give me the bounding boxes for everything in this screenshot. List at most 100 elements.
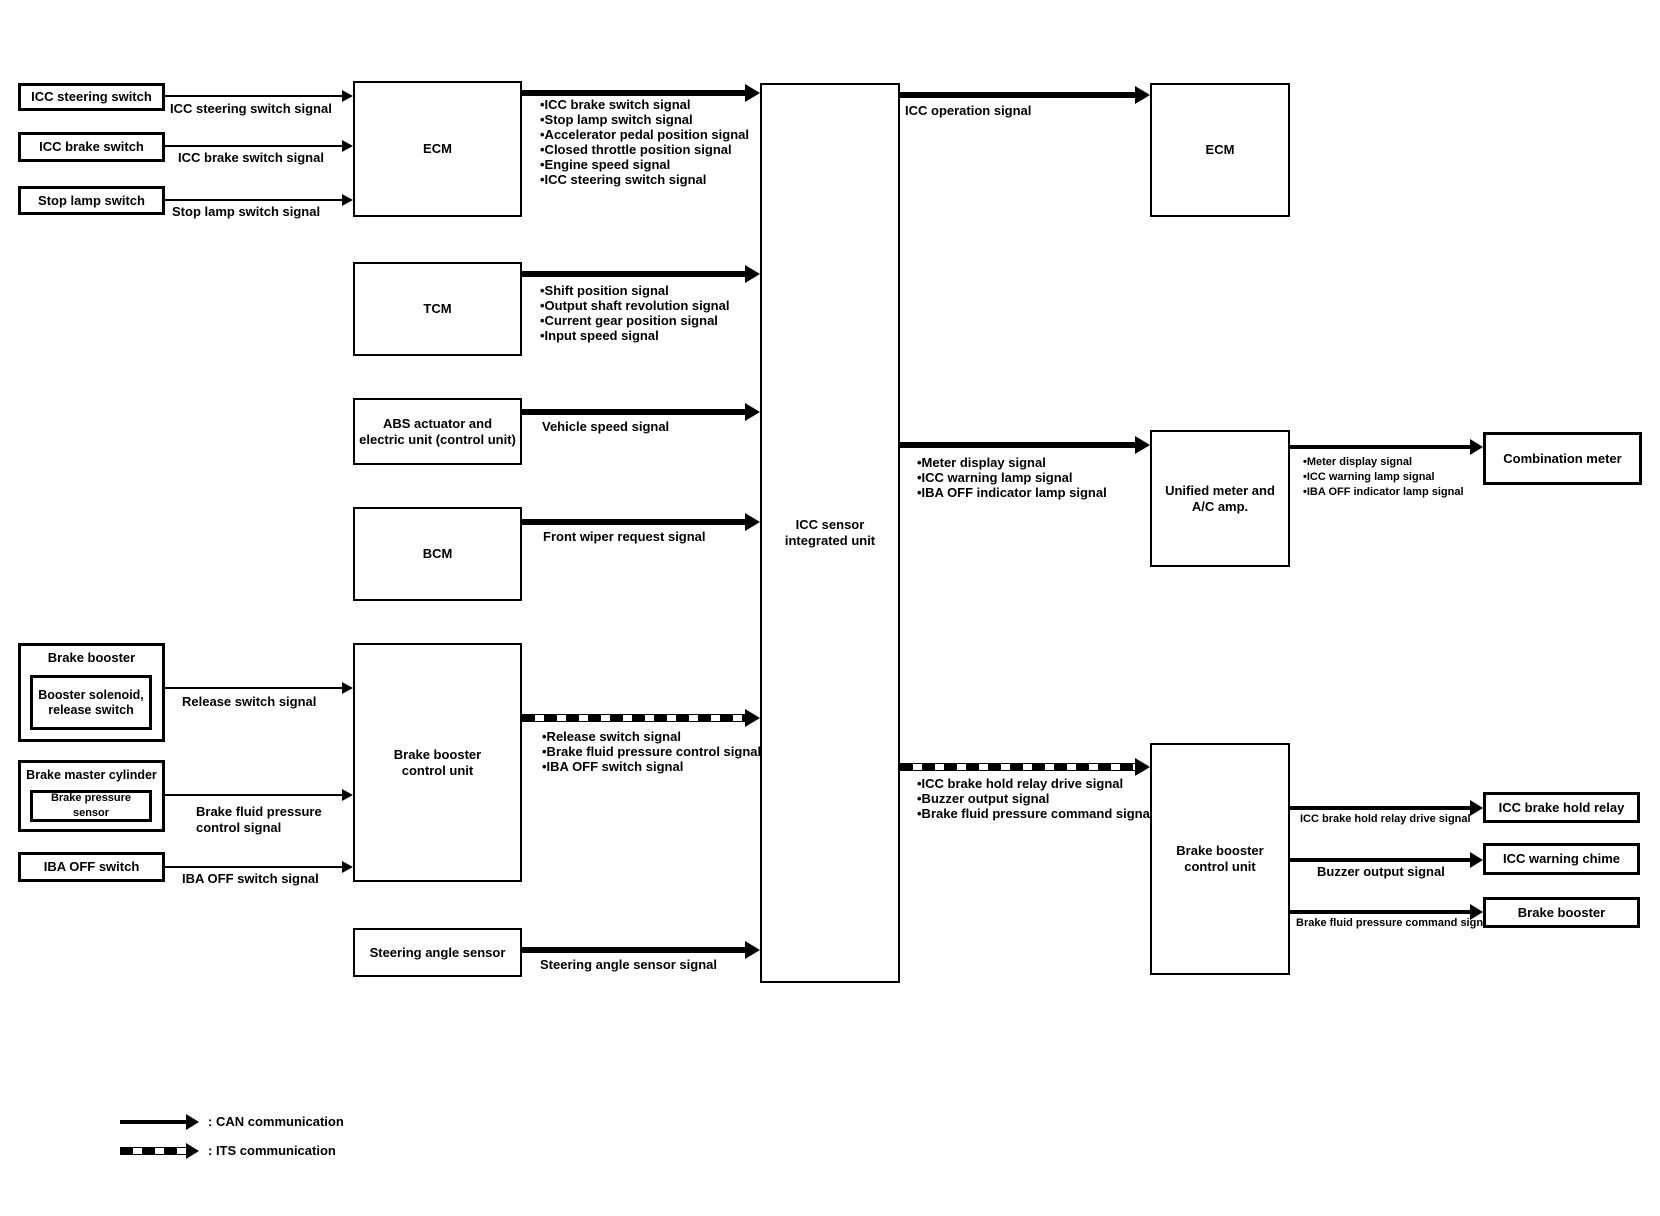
node-icc-warning-chime: ICC warning chime [1483,843,1640,875]
node-label: ICC warning chime [1502,851,1621,866]
arrowhead-icon [1135,758,1150,776]
edge-label-steering-angle-sensor-signal: Steering angle sensor signal [540,957,717,972]
signal-item: •Output shaft revolution signal [540,298,730,313]
arrowhead-icon [1135,436,1150,454]
arrowhead-icon [745,941,760,959]
node-label: TCM [423,301,452,316]
arrowhead-icon [342,789,353,801]
node-label: Brake master cylinder [26,768,157,782]
node-label: ECM [423,141,452,156]
signal-item: •ICC brake switch signal [540,97,691,112]
edge-label-buzzer-output-signal: Buzzer output signal [1317,864,1445,879]
can-line [522,271,745,277]
signal-item: •IBA OFF indicator lamp signal [1303,486,1464,498]
node-brake-booster-left: Brake booster Booster solenoid, release … [18,643,165,742]
node-label: Stop lamp switch [38,192,145,208]
node-label-line2: release switch [48,702,134,717]
node-label-line2: electric unit (control unit) [359,431,516,447]
wire-line [165,145,342,147]
signal-item: •ICC warning lamp signal [1303,471,1435,483]
signal-item: •ICC brake hold relay drive signal [917,776,1124,791]
signal-item: •Buzzer output signal [917,791,1050,806]
node-tcm: TCM [353,262,522,356]
node-label: ECM [1205,142,1235,157]
node-steering-angle-sensor: Steering angle sensor [353,928,522,977]
arrowhead-icon [1470,439,1483,455]
node-icc-brake-switch: ICC brake switch [18,132,165,162]
arrowhead-icon [745,709,760,727]
node-brake-booster-control-unit-left: Brake booster control unit [353,643,522,882]
edge-label-front-wiper-request-signal: Front wiper request signal [543,529,706,544]
signal-item: •Brake fluid pressure control signal [542,744,762,759]
arrowhead-icon [1470,904,1483,920]
node-label: Brake booster [1517,904,1606,920]
arrowhead-icon [745,84,760,102]
signal-item: •Accelerator pedal position signal [540,127,749,142]
signal-item: •Engine speed signal [540,157,671,172]
edge-label-icc-brake-hold-relay-drive-signal: ICC brake hold relay drive signal [1300,813,1471,825]
node-label: ICC brake switch [39,139,144,154]
node-brake-booster-right: Brake booster [1483,897,1640,928]
arrowhead-icon [745,403,760,421]
can-line [1290,806,1470,810]
node-label: ICC steering switch [31,89,152,104]
node-label-line1: Booster solenoid, [38,687,144,702]
signal-item: •ICC steering switch signal [540,172,707,187]
wire-line [165,866,342,868]
signal-list-tcm-out: •Shift position signal •Output shaft rev… [540,283,729,343]
node-ecm-right: ECM [1150,83,1290,217]
signal-list-icc-to-bbcu: •ICC brake hold relay drive signal •Buzz… [917,776,1153,821]
node-icc-steering-switch: ICC steering switch [18,83,165,111]
edge-label-release-switch-signal: Release switch signal [182,694,317,709]
legend-its-label: : ITS communication [208,1143,336,1158]
can-line [1290,445,1470,449]
wire-line [165,95,342,97]
node-unified-meter-ac-amp: Unified meter and A/C amp. [1150,430,1290,567]
edge-label-vehicle-speed-signal: Vehicle speed signal [542,419,670,434]
edge-label-line2: control signal [196,820,282,835]
signal-item: •IBA OFF switch signal [542,759,684,774]
can-line [522,947,745,953]
node-brake-master-cylinder: Brake master cylinder Brake pressure sen… [18,760,165,832]
edge-label-icc-steering-switch-signal: ICC steering switch signal [170,101,332,116]
node-iba-off-switch: IBA OFF switch [18,852,165,882]
node-brake-booster-control-unit-right: Brake booster control unit [1150,743,1290,975]
node-abs-actuator-unit: ABS actuator and electric unit (control … [353,398,522,465]
node-bcm: BCM [353,507,522,601]
wire-line [165,199,342,201]
node-stop-lamp-switch: Stop lamp switch [18,186,165,215]
can-line [900,442,1135,448]
signal-list-ecm-out: •ICC brake switch signal •Stop lamp swit… [540,97,749,187]
node-combination-meter: Combination meter [1483,432,1642,485]
edge-label-brake-fluid-pressure-command-signal: Brake fluid pressure command signal [1296,917,1493,929]
signal-list-meter-to-combination: •Meter display signal •ICC warning lamp … [1303,455,1464,500]
node-label: BCM [422,546,453,561]
legend-can-line [120,1120,186,1124]
signal-item: •Current gear position signal [540,313,718,328]
signal-item: •Input speed signal [540,328,659,343]
its-line [522,714,745,722]
wire-line [165,687,342,689]
can-line [522,409,745,415]
node-brake-pressure-sensor: Brake pressure sensor [30,790,152,822]
can-line [522,90,745,96]
can-line [1290,858,1470,862]
edge-label-brake-fluid-pressure-control-signal: Brake fluid pressure control signal [196,804,322,836]
node-label: Steering angle sensor [369,944,506,960]
node-label-line1: Unified meter and [1165,482,1275,498]
signal-item: •Brake fluid pressure command signal [917,806,1154,821]
node-label-line2: A/C amp. [1191,498,1249,514]
legend-can-label: : CAN communication [208,1114,344,1129]
signal-list-bbcu-out: •Release switch signal •Brake fluid pres… [542,729,761,774]
arrowhead-icon [342,194,353,206]
node-label: ICC brake hold relay [1498,799,1625,815]
legend-can-arrowhead-icon [186,1114,199,1130]
legend-its-line [120,1147,186,1155]
arrowhead-icon [1470,852,1483,868]
signal-item: •Release switch signal [542,729,681,744]
edge-label-iba-off-switch-signal: IBA OFF switch signal [182,871,319,886]
arrowhead-icon [1470,800,1483,816]
signal-item: •Meter display signal [917,455,1046,470]
edge-label-stop-lamp-switch-signal: Stop lamp switch signal [172,204,321,219]
